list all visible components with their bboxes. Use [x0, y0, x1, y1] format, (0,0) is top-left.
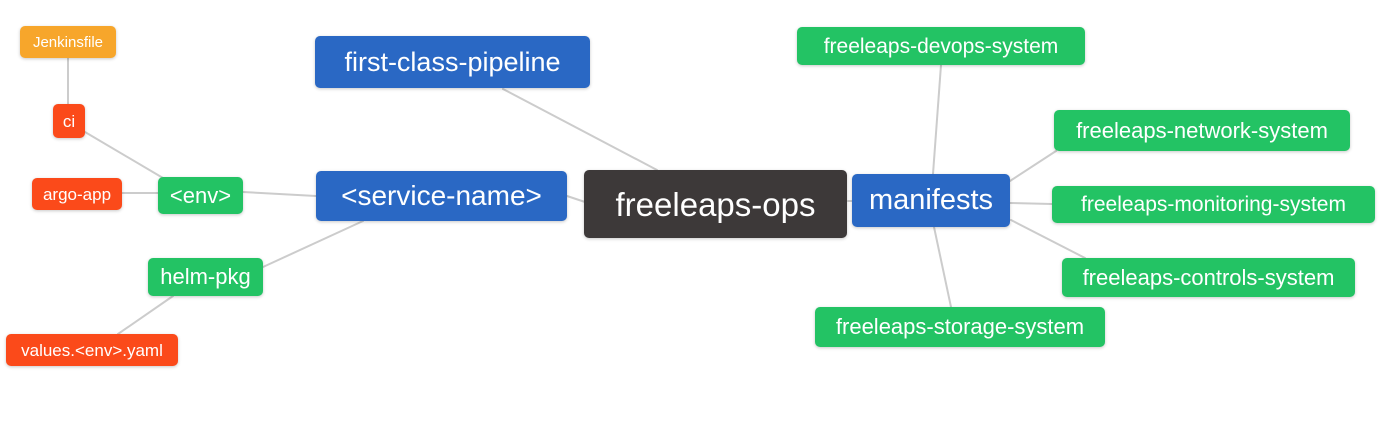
edge-manifests-controls [1010, 219, 1086, 259]
node-jenkinsfile[interactable]: Jenkinsfile [20, 26, 116, 58]
edge-values-helm-pkg [117, 295, 174, 335]
edge-env-service-name [242, 191, 317, 197]
node-freeleaps-storage-system[interactable]: freeleaps-storage-system [815, 307, 1105, 347]
node-service-name[interactable]: <service-name> [316, 171, 567, 221]
edge-service-name-freeleaps-ops [566, 195, 586, 203]
node-helm-pkg[interactable]: helm-pkg [148, 258, 263, 296]
node-freeleaps-network-system[interactable]: freeleaps-network-system [1054, 110, 1350, 151]
node-manifests[interactable]: manifests [852, 174, 1010, 227]
edge-pipeline-freeleaps-ops [502, 88, 658, 171]
node-values-env-yaml[interactable]: values.<env>.yaml [6, 334, 178, 366]
edge-helm-pkg-service-name [262, 220, 364, 268]
node-env[interactable]: <env> [158, 177, 243, 214]
node-argo-app[interactable]: argo-app [32, 178, 122, 210]
edge-manifests-devops [932, 64, 942, 175]
edge-manifests-network [1009, 150, 1057, 182]
node-ci[interactable]: ci [53, 104, 85, 138]
edge-manifests-storage [933, 226, 952, 308]
node-freeleaps-devops-system[interactable]: freeleaps-devops-system [797, 27, 1085, 65]
node-first-class-pipeline[interactable]: first-class-pipeline [315, 36, 590, 88]
edge-ci-env [84, 131, 164, 179]
node-freeleaps-monitoring-system[interactable]: freeleaps-monitoring-system [1052, 186, 1375, 223]
node-freeleaps-ops[interactable]: freeleaps-ops [584, 170, 847, 238]
edge-manifests-monitoring [1009, 202, 1053, 205]
node-freeleaps-controls-system[interactable]: freeleaps-controls-system [1062, 258, 1355, 297]
